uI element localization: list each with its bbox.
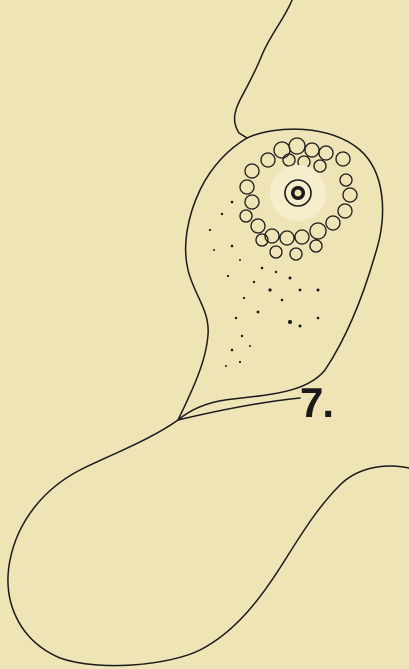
stalk-line — [235, 0, 292, 138]
figure-number-label: 7. — [300, 382, 333, 424]
cell-outline-lower — [8, 420, 409, 666]
cell-outline-left — [178, 138, 247, 420]
granules — [209, 201, 320, 367]
nucleus — [270, 165, 326, 221]
